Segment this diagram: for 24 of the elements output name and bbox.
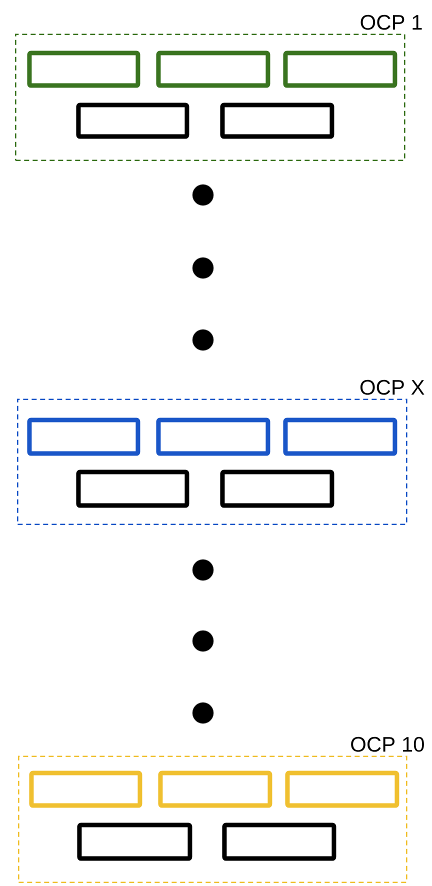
rectangle-box (27, 50, 140, 88)
ellipsis-dot (192, 329, 214, 351)
rectangle-box (77, 822, 192, 861)
rectangle-box (283, 418, 398, 456)
rectangle-box (156, 418, 270, 456)
rectangle-box (222, 822, 336, 861)
rectangle-box (76, 102, 190, 139)
rectangle-box (29, 770, 142, 808)
rectangle-box (220, 102, 334, 139)
rectangle-box (285, 770, 400, 808)
rectangle-box (76, 470, 190, 508)
ellipsis-dot (192, 184, 214, 206)
rectangle-box (27, 418, 140, 456)
rectangle-box (156, 50, 270, 88)
group-label: OCP 1 (360, 14, 422, 30)
rectangle-box (220, 470, 334, 508)
ellipsis-dot (192, 702, 214, 724)
ellipsis-dot (192, 559, 214, 581)
ellipsis-dot (192, 630, 214, 652)
rectangle-box (158, 770, 272, 808)
group-label: OCP 10 (351, 736, 424, 752)
group-label: OCP X (360, 380, 424, 395)
rectangle-box (283, 50, 398, 88)
ellipsis-dot (192, 257, 214, 279)
